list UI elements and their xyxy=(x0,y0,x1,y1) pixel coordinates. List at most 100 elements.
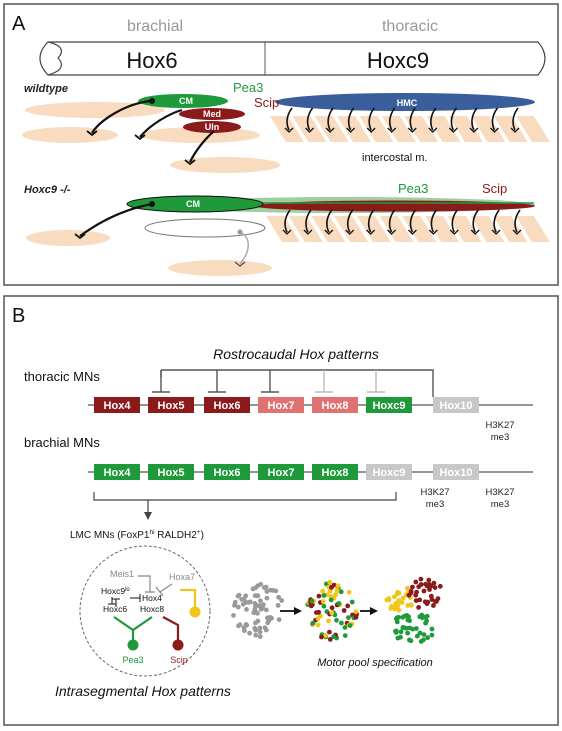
lmc-label-sup2: + xyxy=(197,529,201,536)
intercostal-muscles-mut xyxy=(266,216,550,242)
wildtype-label: wildtype xyxy=(24,83,68,95)
motor-neuron-dot xyxy=(257,634,263,639)
hox-gene-box xyxy=(433,464,479,480)
motor-neuron-dot xyxy=(276,617,282,622)
axon-terminal xyxy=(74,233,86,240)
motor-neuron-dot xyxy=(316,609,321,615)
cm-label-mutant: CM xyxy=(186,199,200,209)
hox-gene-label: Hox4 xyxy=(104,467,132,479)
axon xyxy=(514,209,521,233)
motor-neuron-dot xyxy=(327,637,333,642)
axon-terminal xyxy=(305,127,315,133)
motor-neuron-dot xyxy=(429,626,435,632)
intercostal-muscle xyxy=(311,216,346,242)
axon xyxy=(305,209,312,233)
motor-neuron-dot xyxy=(275,603,281,608)
axon xyxy=(79,202,153,237)
motor-neuron-dot xyxy=(257,625,263,631)
axon-terminal xyxy=(407,229,417,235)
motor-neuron-dot xyxy=(418,639,424,644)
motor-neuron-dot xyxy=(334,617,339,623)
me3-brachial-hoxc9: me3 xyxy=(426,499,444,510)
motor-neuron-dot xyxy=(255,583,261,589)
hox4-hoxc8-repression xyxy=(130,594,141,602)
intercostal-muscle xyxy=(516,116,550,142)
motor-neuron-dot xyxy=(318,613,323,619)
motor-neuron-dot xyxy=(394,605,400,611)
hox-gene-label: Hox7 xyxy=(268,467,295,479)
lmc-label: LMC MNs (FoxP1hi RALDH2+) xyxy=(70,529,204,541)
cm-column xyxy=(138,94,228,108)
hox-gene-box xyxy=(312,397,358,413)
motor-neuron-dot xyxy=(353,609,359,615)
hox-gene-label: Hoxc9 xyxy=(372,467,405,479)
med-label: Med xyxy=(203,109,221,119)
axon-terminal xyxy=(407,127,417,133)
intercostal-muscle xyxy=(359,116,394,142)
lmc-label-mid: RALDH2 xyxy=(155,530,198,541)
axon-terminal xyxy=(184,159,196,166)
scip-neuron-label: Scip xyxy=(170,655,188,665)
axon xyxy=(451,209,458,233)
axon xyxy=(450,107,458,131)
motor-neuron-dot xyxy=(400,595,406,601)
axon-terminal xyxy=(284,127,294,133)
mutant-label: Hoxc9 -/- xyxy=(24,184,71,196)
intercostal-muscle xyxy=(266,216,300,242)
motor-neuron-dot xyxy=(323,633,328,638)
motor-neuron-dot xyxy=(262,625,268,631)
hoxc9-hoxc6-mutual-repression xyxy=(108,597,120,607)
axon-terminal xyxy=(512,229,522,235)
hox-gene-box xyxy=(366,397,412,413)
panel-a-letter: A xyxy=(12,13,26,35)
motor-neuron-dot xyxy=(428,583,434,589)
intercostal-muscle xyxy=(314,116,349,142)
scip-dendrites xyxy=(162,616,180,641)
motor-neuron-dot xyxy=(410,584,415,590)
axon xyxy=(388,107,396,131)
motor-neuron-dot xyxy=(243,600,249,605)
motor-neuron-dot xyxy=(346,589,352,595)
motor-neuron-dot xyxy=(392,594,397,600)
rostrocaudal-title: Rostrocaudal Hox patterns xyxy=(213,346,379,362)
scip-label-mut: Scip xyxy=(482,181,507,196)
motor-neuron-dot xyxy=(408,638,414,644)
motor-neuron-dot xyxy=(254,593,259,599)
cm-label: CM xyxy=(179,96,193,106)
me3-thoracic-hox10: me3 xyxy=(491,432,509,443)
motor-neuron-dot xyxy=(320,588,326,594)
hoxa7-repression xyxy=(155,583,173,597)
motor-neuron-dot xyxy=(431,603,436,608)
repression-arrow xyxy=(315,370,333,393)
motor-neuron-dot xyxy=(333,592,338,597)
motor-neuron-dot xyxy=(347,623,353,628)
intercostal-muscle xyxy=(288,216,323,242)
hoxa7-soma xyxy=(189,606,201,618)
missing-axon-terminal xyxy=(234,261,246,267)
motor-neuron-dot xyxy=(416,605,421,610)
hox-gene-label: Hox5 xyxy=(158,400,185,412)
lmc-bracket xyxy=(93,492,397,514)
hox-gene-box xyxy=(94,397,140,413)
motor-neuron-dot xyxy=(395,635,401,641)
axon xyxy=(284,209,291,233)
motor-neuron-dot xyxy=(328,597,334,603)
hox-gene-box xyxy=(433,397,479,413)
intercostal-muscle xyxy=(270,116,304,142)
region-brachial-label: brachial xyxy=(127,18,183,35)
motor-neuron-dot xyxy=(429,632,435,638)
motor-neuron-dot xyxy=(346,615,351,620)
axon-terminal xyxy=(428,229,438,235)
motor-neuron-dot xyxy=(428,593,434,599)
motor-neuron-dot xyxy=(353,614,359,620)
motor-neuron-dot xyxy=(338,589,344,595)
scip-extended-column xyxy=(255,200,535,212)
motor-neuron-dot xyxy=(327,629,332,635)
hoxa7-dendrites xyxy=(180,588,197,607)
motor-neuron-dot xyxy=(388,605,394,611)
motor-neuron-dot xyxy=(257,603,262,609)
hox-gene-box xyxy=(312,464,358,480)
axon-terminal xyxy=(428,127,438,133)
hox-gene-box xyxy=(204,397,250,413)
